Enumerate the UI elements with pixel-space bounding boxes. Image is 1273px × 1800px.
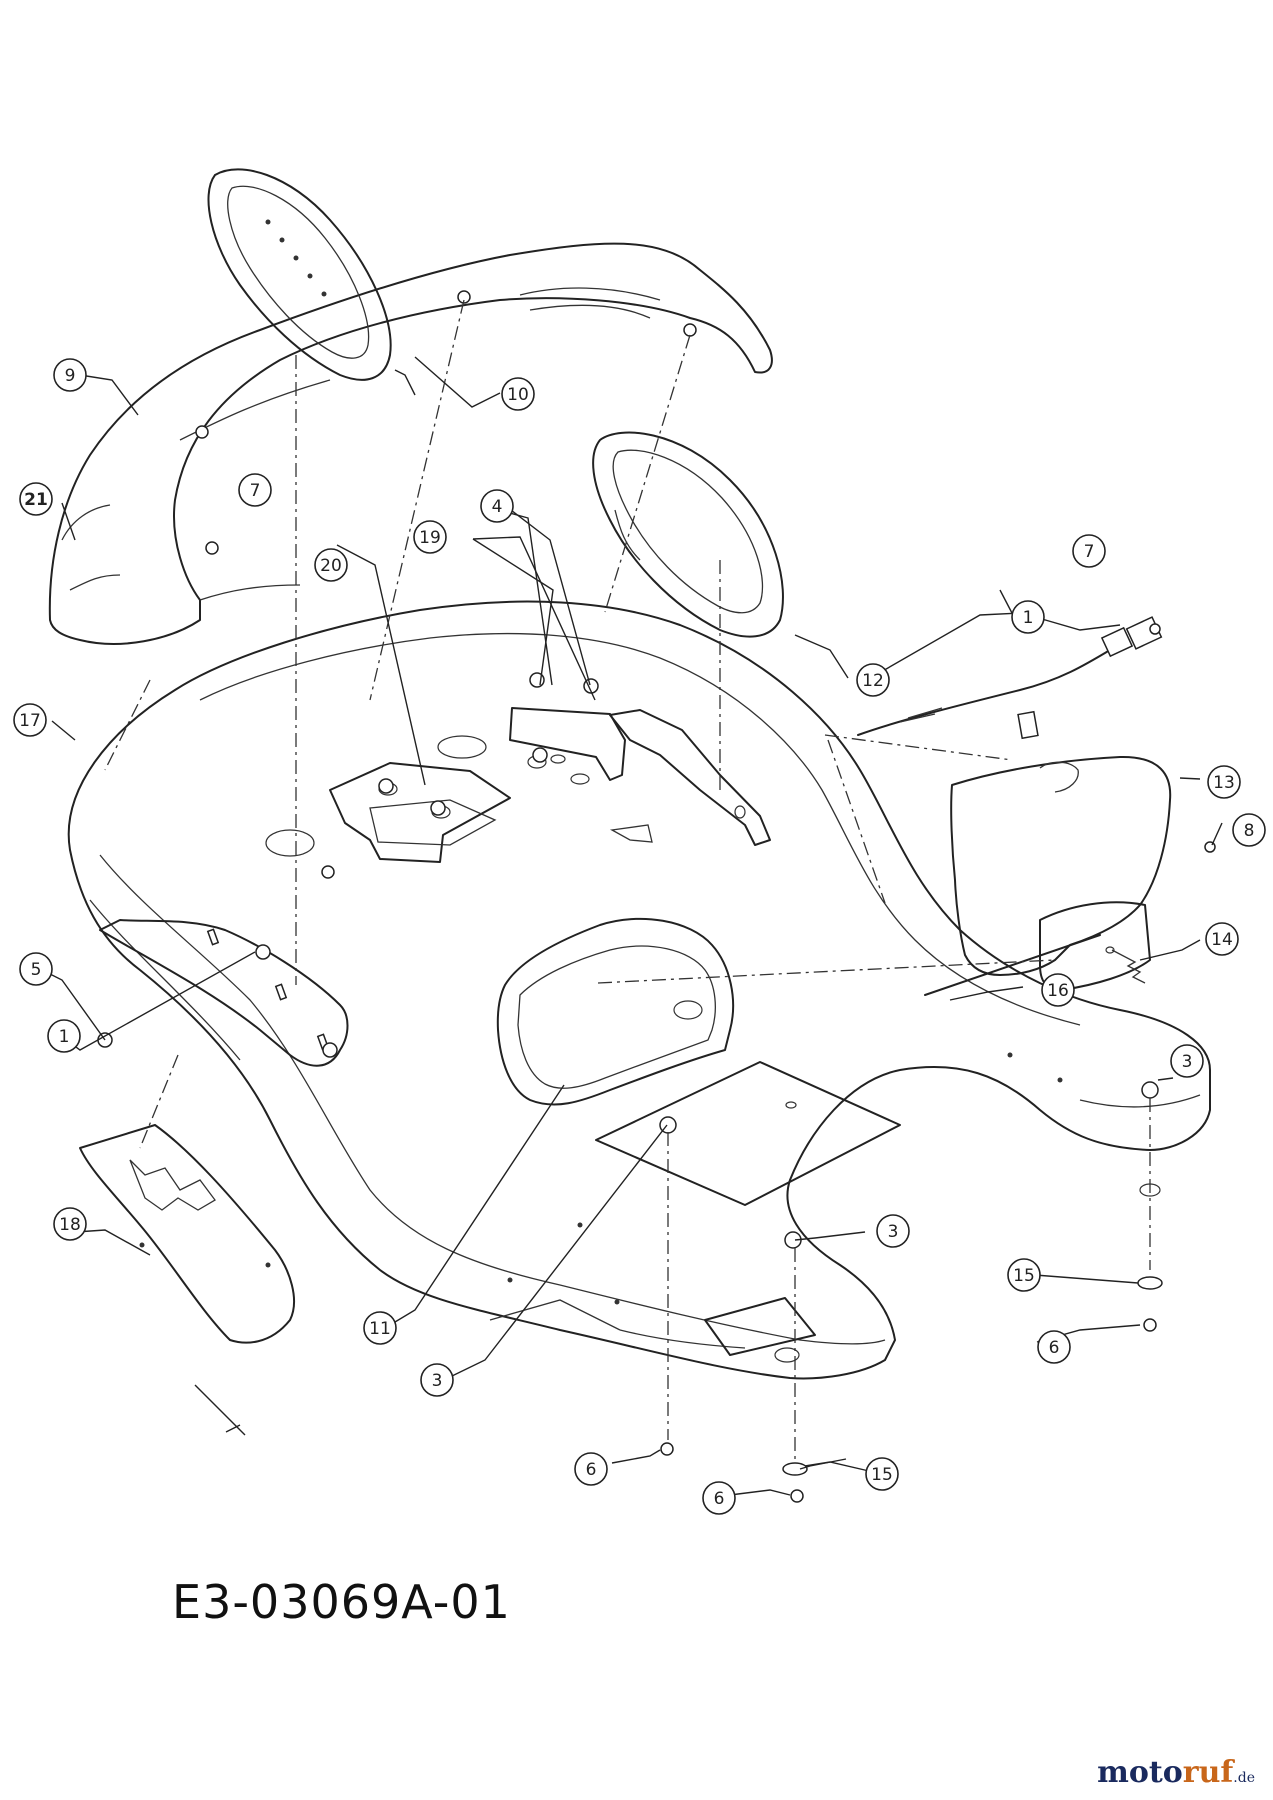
callout-label: 6	[714, 1489, 725, 1509]
control-plate	[329, 762, 511, 863]
callout-label: 6	[586, 1460, 597, 1480]
callout-label: 16	[1047, 981, 1069, 1001]
callout-11: 11	[363, 1311, 397, 1345]
callout-12: 12	[856, 663, 890, 697]
callout-9: 9	[53, 358, 87, 392]
callout-label: 8	[1244, 821, 1255, 841]
callout-label: 5	[31, 960, 42, 980]
callout-20: 20	[314, 548, 348, 582]
callout-8: 8	[1232, 813, 1266, 847]
right-oval-housing	[592, 431, 784, 638]
callout-19: 19	[413, 520, 447, 554]
callout-label: 7	[250, 481, 261, 501]
callout-3-lower: 3	[420, 1363, 454, 1397]
callout-label: 20	[320, 556, 342, 576]
watermark-tld: .de	[1233, 1770, 1255, 1786]
spring-and-rod	[924, 934, 1146, 996]
callout-3-right: 3	[1170, 1044, 1204, 1078]
left-oval-housing	[207, 168, 392, 381]
callout-label: 3	[1182, 1052, 1193, 1072]
watermark-brand-prefix: moto	[1097, 1755, 1183, 1790]
callout-label: 4	[492, 497, 503, 517]
trim-strip	[99, 919, 349, 1067]
callout-1-seatcable: 1	[1011, 600, 1045, 634]
main-body-pan	[67, 600, 1211, 1380]
callout-4: 4	[480, 489, 514, 523]
rear-fender-part	[48, 242, 773, 645]
callout-label: 1	[59, 1027, 70, 1047]
callout-18: 18	[53, 1207, 87, 1241]
callout-5: 5	[19, 952, 53, 986]
callout-label: 1	[1023, 608, 1034, 628]
callout-10: 10	[501, 377, 535, 411]
callout-label: 10	[507, 385, 529, 405]
callout-label: 14	[1211, 930, 1233, 950]
assembly-lines	[104, 299, 1151, 1460]
callout-label: 15	[1013, 1266, 1035, 1286]
callout-label: 15	[871, 1465, 893, 1485]
seat-adjust-panel	[950, 755, 1172, 991]
mud-flap-part	[79, 1124, 295, 1344]
cable-assembly	[857, 616, 1163, 740]
callout-label: 11	[369, 1319, 391, 1339]
callout-label: 9	[65, 366, 76, 386]
leader-lines	[41, 356, 1223, 1496]
callout-label: 3	[888, 1222, 899, 1242]
callout-15-right: 15	[1007, 1258, 1041, 1292]
callout-label: 3	[432, 1371, 443, 1391]
callout-label: 6	[1049, 1338, 1060, 1358]
watermark-brand-accent: ruf	[1182, 1755, 1234, 1790]
callout-15-lower: 15	[865, 1457, 899, 1491]
callout-7-right: 7	[1072, 534, 1106, 568]
watermark-logo: motoruf.de	[1097, 1755, 1255, 1790]
callout-label: 21	[24, 490, 48, 510]
callout-16: 16	[1041, 973, 1075, 1007]
callout-14: 14	[1205, 922, 1239, 956]
callout-21: 21	[19, 482, 53, 516]
callout-label: 19	[419, 528, 441, 548]
support-bracket	[509, 707, 771, 846]
callout-label: 7	[1084, 542, 1095, 562]
callout-6-right: 6	[1037, 1330, 1071, 1364]
drawing-number: E3-03069A-01	[172, 1575, 511, 1629]
callout-6-lower: 6	[702, 1481, 736, 1515]
callout-label: 18	[59, 1215, 81, 1235]
callout-1-trim: 1	[47, 1019, 81, 1053]
callout-6-lower-left: 6	[574, 1452, 608, 1486]
callout-label: 17	[19, 711, 41, 731]
callout-7-left: 7	[238, 473, 272, 507]
callout-label: 13	[1213, 773, 1235, 793]
fasteners	[97, 290, 1216, 1503]
callout-17: 17	[13, 703, 47, 737]
callout-13: 13	[1207, 765, 1241, 799]
callout-label: 12	[862, 671, 884, 691]
callout-3-center: 3	[876, 1214, 910, 1248]
